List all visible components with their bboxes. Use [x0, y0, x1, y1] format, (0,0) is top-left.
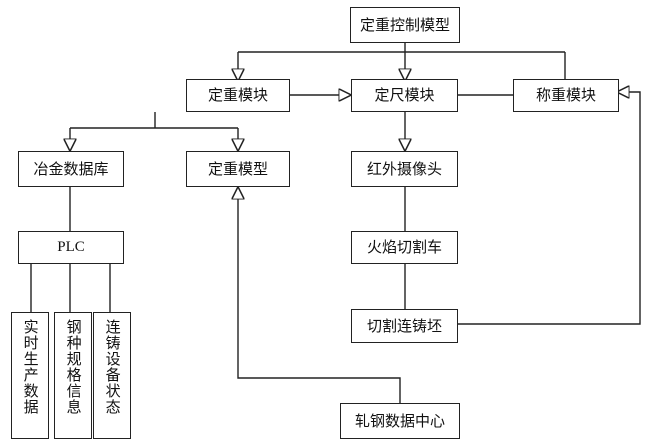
node-realtime-data: 实时生产数据 — [11, 312, 49, 439]
node-cut-billet: 切割连铸坯 — [351, 309, 458, 343]
node-fixed-weight-model: 定重模型 — [186, 151, 290, 187]
node-fixed-weight-module: 定重模块 — [186, 79, 290, 112]
node-root: 定重控制模型 — [350, 7, 460, 43]
node-rolling-center: 轧钢数据中心 — [340, 403, 460, 439]
node-weighing-module: 称重模块 — [513, 79, 619, 112]
edge-rolling-to-model — [238, 188, 401, 403]
node-steel-grade-info: 钢种规格信息 — [54, 312, 92, 439]
node-metallurgy-db: 冶金数据库 — [18, 151, 124, 187]
node-plc: PLC — [18, 231, 124, 264]
node-infrared-camera: 红外摄像头 — [351, 151, 458, 187]
node-fixed-length-module: 定尺模块 — [351, 79, 458, 112]
edge-billet-to-weighing — [458, 92, 641, 325]
node-caster-status: 连铸设备状态 — [93, 312, 131, 439]
node-flame-cutter: 火焰切割车 — [351, 231, 458, 264]
